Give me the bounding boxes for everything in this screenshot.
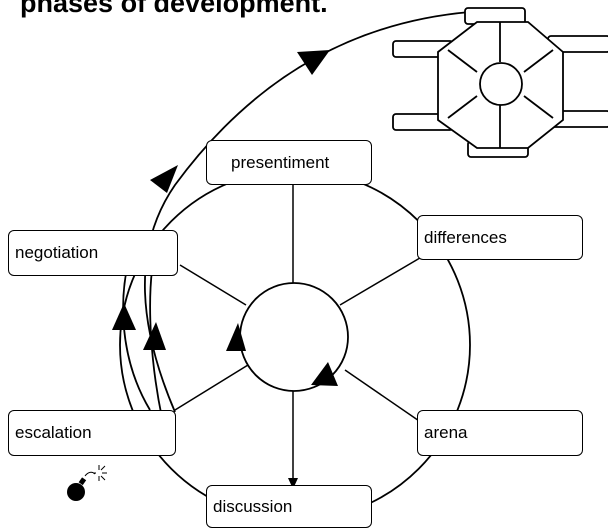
spoke-arena [344, 369, 426, 426]
node-negotiation: negotiation [8, 230, 178, 276]
spiral-arrow-inner [143, 322, 166, 350]
hub-arrow-left [226, 323, 246, 351]
node-presentiment: presentiment [206, 140, 372, 185]
spoke-differences [339, 254, 426, 306]
spiral-arrow-mid [150, 165, 178, 193]
spiral-arrow-left [112, 303, 136, 330]
title-bold: phases [20, 0, 114, 18]
node-differences: differences [417, 215, 583, 260]
title-rest: of development. [113, 0, 328, 18]
spokes [174, 185, 426, 426]
spiral-path [144, 11, 471, 413]
spoke-negotiation [179, 264, 247, 306]
round-table-icon [392, 7, 608, 158]
node-arena: arena [417, 410, 583, 456]
spoke-escalation [174, 364, 249, 411]
node-escalation: escalation [8, 410, 176, 456]
spoke-discussion-arrowhead [288, 478, 298, 489]
bomb-icon [67, 465, 107, 501]
diagram-title: phases of development. [20, 0, 328, 19]
hub-arrow-right [311, 362, 338, 386]
spiral-arrow-top [297, 50, 330, 75]
node-discussion: discussion [206, 485, 372, 528]
